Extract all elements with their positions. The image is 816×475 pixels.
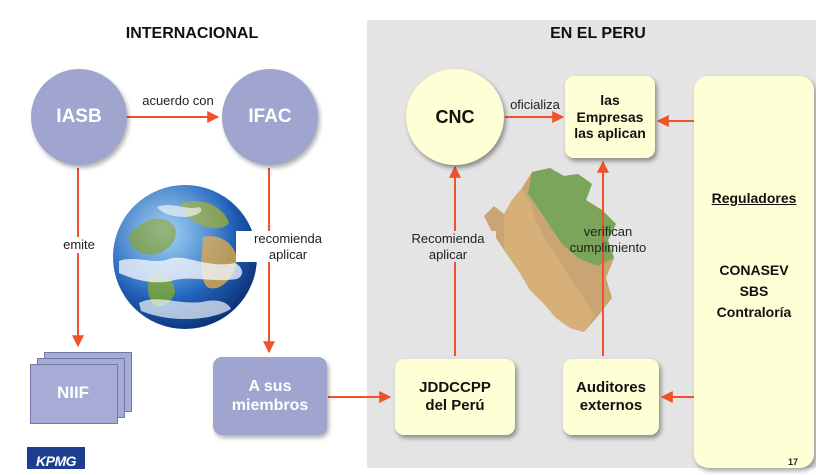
- heading-en-el-peru: EN EL PERU: [550, 25, 646, 42]
- reguladores-box: Reguladores CONASEV SBS Contraloría: [694, 76, 814, 468]
- niif-node: NIIF: [56, 383, 90, 402]
- ifac-node: IFAC: [222, 69, 318, 165]
- globe-image: [113, 185, 257, 329]
- iasb-node: IASB: [31, 69, 127, 165]
- label-acuerdo-con: acuerdo con: [142, 93, 214, 108]
- label-verifican-cumplimiento: verifican cumplimiento: [569, 224, 647, 255]
- heading-internacional: INTERNACIONAL: [125, 25, 259, 42]
- reguladores-title: Reguladores: [711, 190, 797, 206]
- regulador-item: CONASEV: [719, 262, 789, 278]
- kpmg-logo: KPMG: [27, 447, 85, 469]
- jddccpp-node: JDDCCPP del Perú: [395, 359, 515, 435]
- auditores-node: Auditores externos: [563, 359, 659, 435]
- peru-map-image: [484, 168, 616, 332]
- page-number: 17: [788, 457, 799, 467]
- regulador-item: SBS: [739, 283, 769, 299]
- label-recomienda-aplicar-cnc: Recomienda aplicar: [400, 231, 496, 263]
- reguladores-list: CONASEV SBS Contraloría: [694, 260, 814, 323]
- label-emite: emite: [49, 237, 109, 253]
- regulador-item: Contraloría: [716, 304, 792, 320]
- label-recomienda-aplicar: recomienda aplicar: [236, 231, 340, 263]
- empresas-node: las Empresas las aplican: [565, 76, 655, 158]
- miembros-node: A sus miembros: [213, 357, 327, 435]
- label-oficializa: oficializa: [510, 97, 560, 112]
- cnc-node: CNC: [406, 69, 504, 165]
